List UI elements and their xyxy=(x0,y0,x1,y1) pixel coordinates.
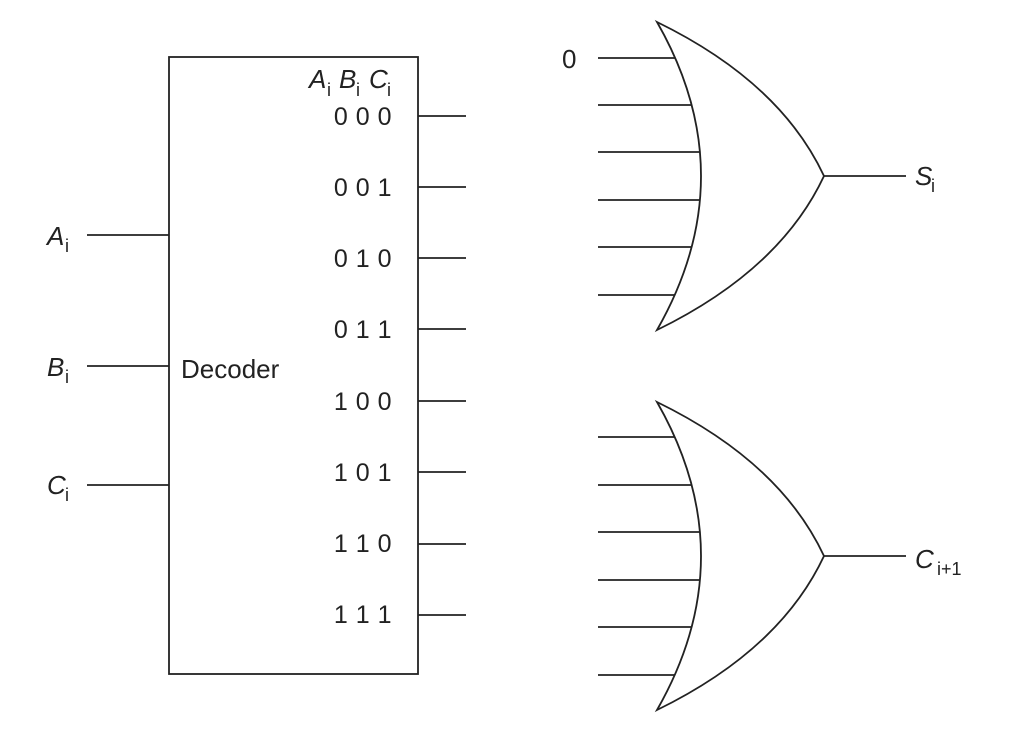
decoder-output-label: 0 1 1 xyxy=(334,316,392,344)
decoder-output-label: 0 0 1 xyxy=(334,174,392,202)
decoder-output-label: 1 1 1 xyxy=(334,601,392,629)
header-a-letter: A xyxy=(307,64,326,94)
header-b-subscript: i xyxy=(356,80,360,100)
decoder-column-header: A i B i C i xyxy=(307,64,391,100)
decoder-block: Decoder A i B i C i 0 0 0 0 0 1 0 1 0 0 … xyxy=(168,56,466,675)
header-c-subscript: i xyxy=(387,80,391,100)
sum-output-subscript: i xyxy=(931,176,935,196)
decoder-output-label: 1 1 0 xyxy=(334,530,392,558)
header-b-letter: B xyxy=(339,64,356,94)
decoder-output-label: 0 1 0 xyxy=(334,245,392,273)
header-c-letter: C xyxy=(369,64,388,94)
input-b-letter: B xyxy=(47,352,64,382)
sum-first-input-label: 0 xyxy=(562,44,576,74)
decoder-output-wires xyxy=(418,115,466,616)
input-a-subscript: i xyxy=(65,236,69,256)
input-a-letter: A xyxy=(45,221,64,251)
input-b-subscript: i xyxy=(65,367,69,387)
header-a-subscript: i xyxy=(327,80,331,100)
input-c-letter: C xyxy=(47,470,66,500)
decoder-output-labels: 0 0 0 0 0 1 0 1 0 0 1 1 1 0 0 1 0 1 1 1 … xyxy=(334,103,392,629)
decoder-output-label: 0 0 0 xyxy=(334,103,392,131)
decoder-inputs: A i B i C i xyxy=(45,221,169,505)
carry-output-subscript: i+1 xyxy=(937,559,962,579)
input-c-subscript: i xyxy=(65,485,69,505)
decoder-output-label: 1 0 0 xyxy=(334,388,392,416)
or-gate-body xyxy=(654,399,825,713)
sum-or-gate: 0 S i xyxy=(562,19,935,333)
carry-output-letter: C xyxy=(915,544,934,574)
sum-output-letter: S xyxy=(915,161,933,191)
or-gate-body xyxy=(654,19,825,333)
decoder-label: Decoder xyxy=(181,354,280,384)
decoder-output-label: 1 0 1 xyxy=(334,459,392,487)
carry-or-gate: C i+1 xyxy=(598,399,962,713)
